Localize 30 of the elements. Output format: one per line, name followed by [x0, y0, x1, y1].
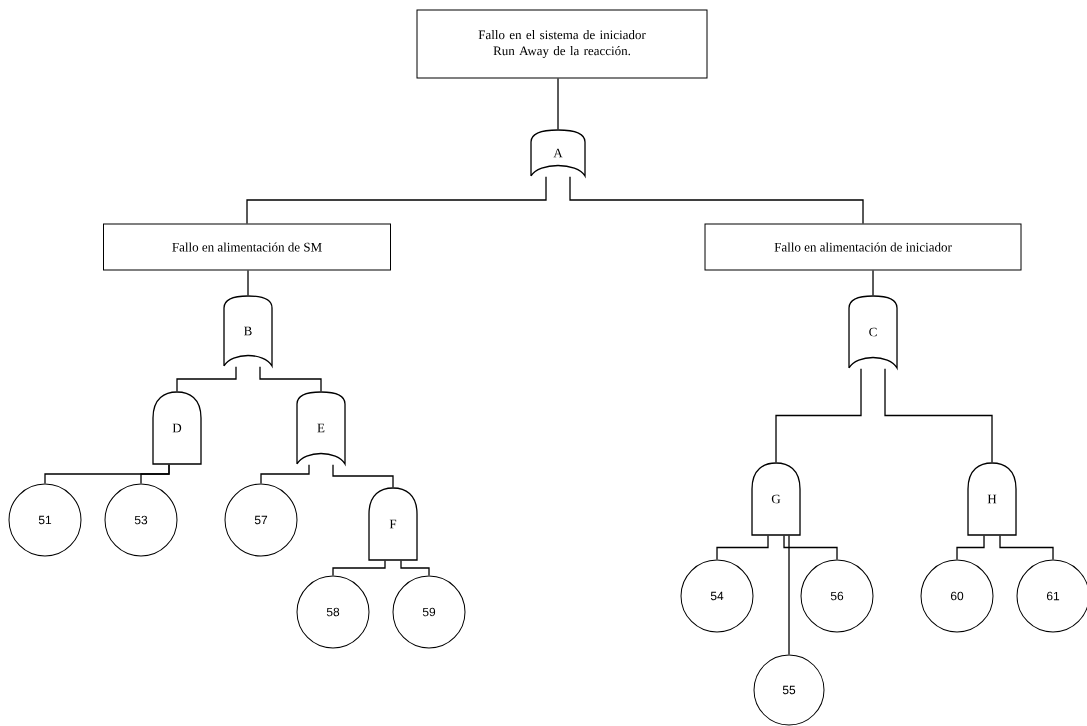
event-box: Fallo en el sistema de iniciador Run Away de la reacción.	[416, 9, 708, 79]
connector-line	[140, 464, 170, 485]
connector-line	[246, 176, 547, 225]
connector-line	[332, 464, 394, 488]
connector-line	[332, 560, 386, 577]
connector-line	[788, 535, 790, 656]
or-gate: C	[848, 295, 898, 369]
connector-line	[872, 269, 874, 296]
connector-line	[999, 535, 1054, 561]
event-box: Fallo en alimentación de iniciador	[704, 223, 1022, 271]
connector-line	[176, 366, 237, 392]
connector-line	[956, 535, 985, 561]
and-gate: D	[152, 391, 202, 465]
connector-line	[569, 176, 864, 225]
connector-line	[247, 269, 249, 296]
or-gate: B	[223, 295, 273, 367]
or-gate: E	[296, 391, 346, 465]
connector-line	[884, 368, 993, 463]
and-gate: H	[967, 462, 1017, 536]
or-gate: A	[530, 129, 586, 177]
connector-line	[783, 535, 838, 561]
and-gate: G	[751, 462, 801, 536]
event-box: Fallo en alimentación de SM	[103, 223, 391, 271]
and-gate: F	[368, 487, 418, 561]
connector-line	[260, 464, 310, 485]
connector-line	[775, 368, 862, 463]
connector-line	[557, 77, 559, 130]
connector-line	[400, 560, 430, 577]
connector-line	[716, 535, 769, 561]
connector-line	[259, 366, 322, 392]
